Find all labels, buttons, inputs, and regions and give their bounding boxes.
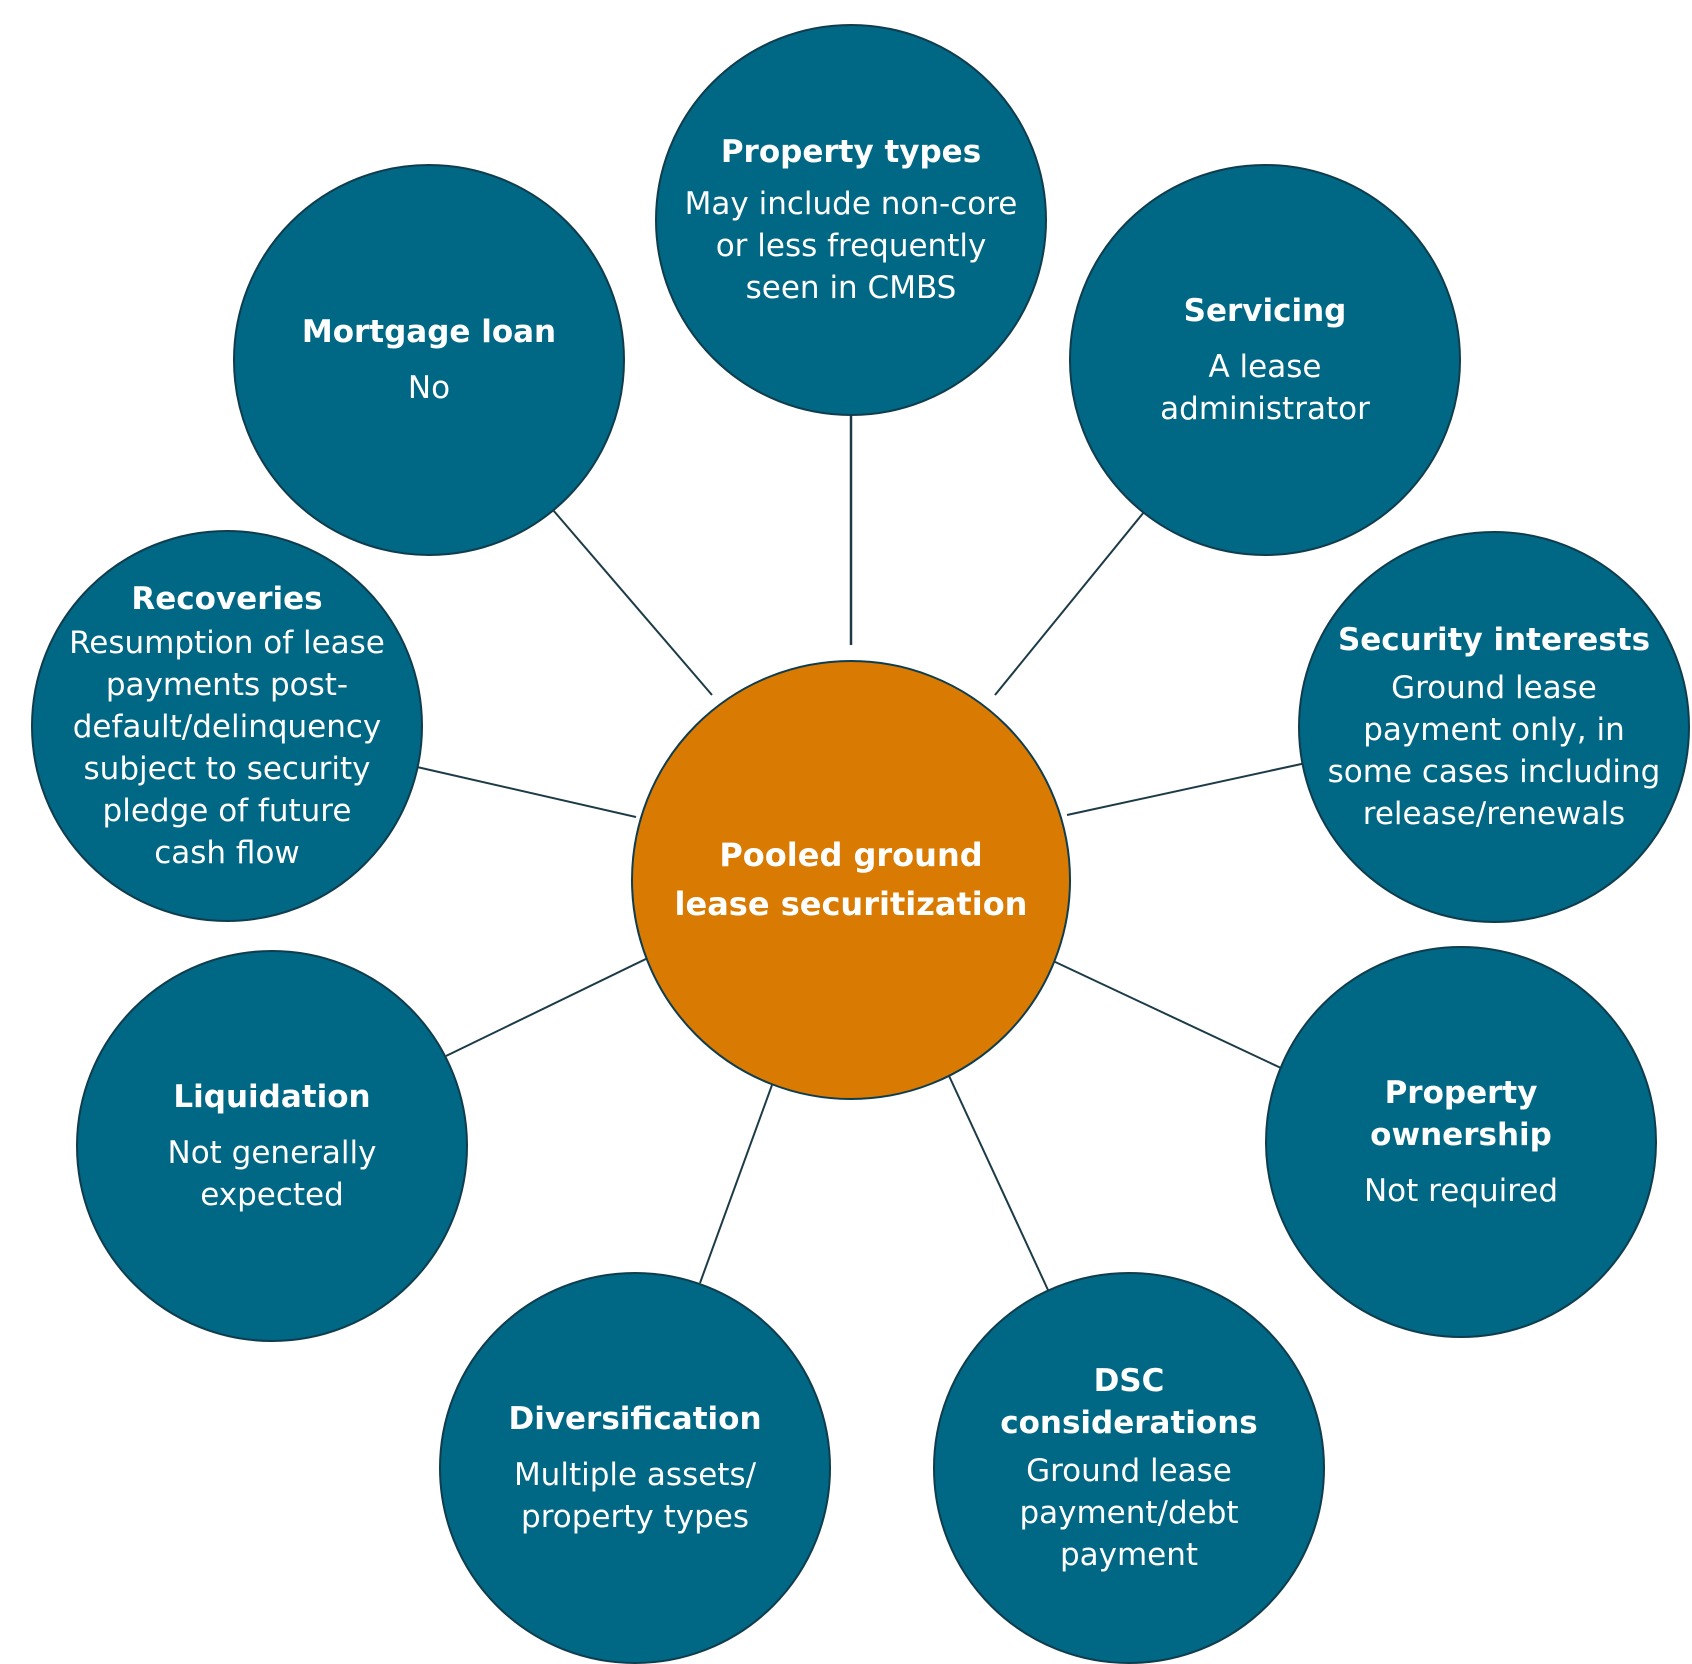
node-description: A lease administrator bbox=[1160, 349, 1370, 427]
node-title: Recoveries bbox=[131, 581, 323, 617]
node-title: Liquidation bbox=[173, 1079, 371, 1115]
node-dsc-considerations: DSC considerations Ground lease payment/… bbox=[933, 1272, 1325, 1664]
node-title: Property types bbox=[720, 134, 982, 170]
node-description: Resumption of lease payments post- defau… bbox=[69, 625, 385, 871]
node-description: Not generally expected bbox=[167, 1135, 377, 1213]
connector-diversification bbox=[699, 1073, 777, 1284]
connector-recoveries bbox=[416, 766, 637, 818]
connector-servicing bbox=[994, 511, 1145, 696]
node-title: DSC considerations bbox=[1000, 1363, 1258, 1441]
connector-dsc-considerations bbox=[943, 1064, 1049, 1291]
node-description: Multiple assets/ property types bbox=[513, 1457, 757, 1535]
node-property-ownership: Property ownership Not required bbox=[1265, 946, 1657, 1338]
node-description: Ground lease payment only, in some cases… bbox=[1327, 670, 1661, 832]
connector-property-ownership bbox=[1050, 959, 1282, 1069]
node-description: May include non-core or less frequently … bbox=[684, 186, 1018, 306]
node-title: Diversification bbox=[508, 1401, 762, 1437]
node-diversification: Diversification Multiple assets/ propert… bbox=[439, 1272, 831, 1664]
node-recoveries: Recoveries Resumption of lease payments … bbox=[31, 530, 423, 922]
node-title: Mortgage loan bbox=[301, 314, 557, 350]
node-title: Servicing bbox=[1183, 293, 1347, 329]
node-title: Security interests bbox=[1337, 622, 1651, 658]
node-servicing: Servicing A lease administrator bbox=[1069, 164, 1461, 556]
node-description: Not required bbox=[1363, 1173, 1559, 1209]
node-security-interests: Security interests Ground lease payment … bbox=[1298, 531, 1690, 923]
connector-liquidation bbox=[445, 956, 651, 1057]
node-liquidation: Liquidation Not generally expected bbox=[76, 950, 468, 1342]
node-description: No bbox=[407, 370, 451, 406]
node-property-types: Property types May include non-core or l… bbox=[655, 24, 1047, 416]
center-title: Pooled ground lease securitization bbox=[674, 836, 1028, 923]
connector-security-interests bbox=[1066, 762, 1307, 816]
node-description: Ground lease payment/debt payment bbox=[1019, 1453, 1239, 1573]
node-mortgage-loan: Mortgage loan No bbox=[233, 164, 625, 556]
center-node: Pooled ground lease securitization bbox=[631, 660, 1071, 1100]
connector-mortgage-loan bbox=[552, 509, 713, 696]
node-title: Property ownership bbox=[1370, 1075, 1552, 1153]
